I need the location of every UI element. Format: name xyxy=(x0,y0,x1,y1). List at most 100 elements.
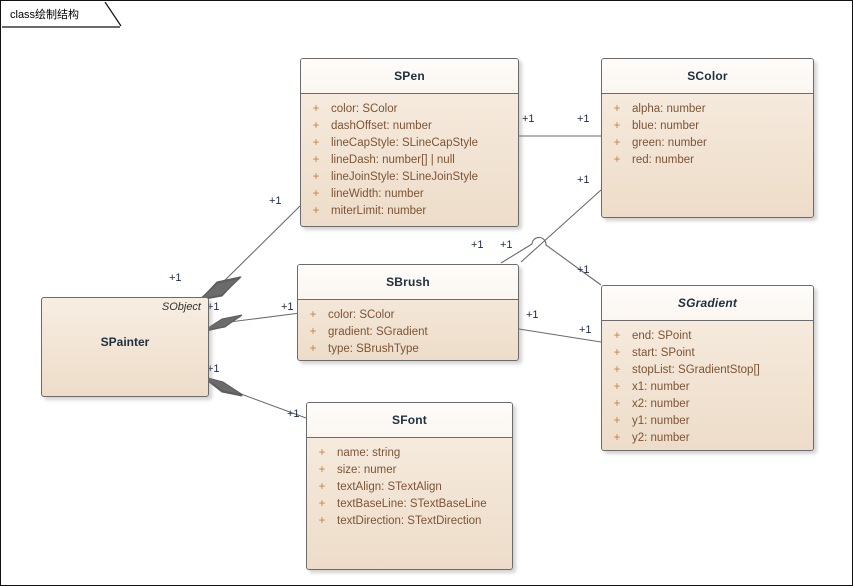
attribute-signature: stopList: SGradientStop[] xyxy=(632,364,760,376)
attribute-signature: end: SPoint xyxy=(632,330,692,342)
class-name-sgradient: SGradient xyxy=(677,296,738,310)
class-box-sgradient[interactable]: SGradient + end: SPoint +start: SPoint + s… xyxy=(601,285,814,451)
attribute-signature: gradient: SGradient xyxy=(328,326,428,338)
multiplicity-painter-font: +1 xyxy=(207,363,220,375)
attribute-visibility: + xyxy=(613,364,621,376)
attribute-visibility: + xyxy=(312,205,320,217)
frame-tab-label: class绘制结构 xyxy=(10,9,80,21)
attribute-visibility: + xyxy=(318,515,326,527)
class-header-spen: SPen xyxy=(301,59,518,94)
attribute-visibility: + xyxy=(318,498,326,510)
class-box-sbrush[interactable]: SBrush +color: SColor +gradient: SGradie… xyxy=(297,264,519,361)
class-box-sfont[interactable]: SFont + name: string +size: numer + textAl… xyxy=(306,402,513,570)
attribute-visibility: + xyxy=(613,347,621,359)
class-attributes-spen: +color: SColor +dashOffset: number +line… xyxy=(301,94,518,220)
attribute-visibility: + xyxy=(309,309,317,321)
attribute-visibility: + xyxy=(613,154,621,166)
attribute-signature: y1: number xyxy=(632,415,690,427)
attribute-signature: lineWidth: number xyxy=(331,188,424,200)
attribute-visibility: + xyxy=(613,120,621,132)
class-box-spen[interactable]: SPen +color: SColor +dashOffset: number … xyxy=(300,58,519,227)
multiplicity-gradient-left: +1 xyxy=(526,309,539,321)
class-attributes-sgradient: + end: SPoint +start: SPoint + stopList: S… xyxy=(602,321,813,447)
class-name-scolor: SColor xyxy=(687,69,728,83)
class-name-sfont: SFont xyxy=(392,413,427,427)
attribute-row: +x2: number xyxy=(602,396,813,413)
attribute-visibility: + xyxy=(318,464,326,476)
attribute-signature: lineJoinStyle: SLineJoinStyle xyxy=(331,171,479,183)
attribute-visibility: + xyxy=(312,171,320,183)
attribute-row: + stopList: SGradientStop[] xyxy=(602,362,813,379)
attribute-row: +type: SBrushType xyxy=(298,341,518,358)
attribute-row: +color: SColor xyxy=(301,101,518,118)
class-name-spen: SPen xyxy=(394,69,425,83)
class-header-sbrush: SBrush xyxy=(298,265,518,300)
attribute-signature: textAlign: STextAlign xyxy=(337,481,442,493)
class-name-sbrush: SBrush xyxy=(386,275,430,289)
attribute-signature: type: SBrushType xyxy=(328,343,419,355)
attribute-row: + textAlign: STextAlign xyxy=(307,479,512,496)
multiplicity-spen-scolor-right: +1 xyxy=(577,113,590,125)
link-sgradient-upleft xyxy=(500,236,602,286)
multiplicity-gradient-target: +1 xyxy=(579,324,592,336)
attribute-signature: color: SColor xyxy=(331,103,398,115)
multiplicity-sbrush-scolor: +1 xyxy=(471,239,484,251)
multiplicity-brush-source: +1 xyxy=(281,301,294,313)
multiplicity-scolor-lower: +1 xyxy=(577,174,590,186)
link-scolor-sbrush xyxy=(520,189,602,263)
class-header-sfont: SFont xyxy=(307,403,512,438)
attribute-visibility: + xyxy=(613,415,621,427)
attribute-visibility: + xyxy=(613,103,621,115)
attribute-visibility: + xyxy=(312,154,320,166)
multiplicity-spen-source: +1 xyxy=(269,195,282,207)
attribute-signature: lineDash: number[] | null xyxy=(331,154,455,166)
attribute-signature: x1: number xyxy=(632,381,690,393)
attribute-row: + alpha: number xyxy=(602,101,813,118)
link-spainter-spen xyxy=(213,205,301,292)
attribute-visibility: + xyxy=(318,481,326,493)
class-box-scolor[interactable]: SColor + alpha: number + blue: number +gre… xyxy=(601,58,814,218)
multiplicity-spen-scolor-left: +1 xyxy=(522,113,535,125)
class-name-spainter: SPainter xyxy=(100,335,150,349)
attribute-signature: blue: number xyxy=(632,120,700,132)
attribute-row: +start: SPoint xyxy=(602,345,813,362)
attribute-visibility: + xyxy=(613,137,621,149)
attribute-signature: lineCapStyle: SLineCapStyle xyxy=(331,137,479,149)
attribute-row: + lineJoinStyle: SLineJoinStyle xyxy=(301,169,518,186)
attribute-row: + blue: number xyxy=(602,118,813,135)
frame-tab: class绘制结构 xyxy=(2,2,122,28)
attribute-row: + y1: number xyxy=(602,413,813,430)
attribute-row: +lineCapStyle: SLineCapStyle xyxy=(301,135,518,152)
class-box-spainter[interactable]: SObject SPainter xyxy=(41,297,209,397)
attribute-visibility: + xyxy=(613,398,621,410)
attribute-row: + lineWidth: number xyxy=(301,186,518,203)
attribute-visibility: + xyxy=(312,188,320,200)
attribute-row: +color: SColor xyxy=(298,307,518,324)
attribute-visibility: + xyxy=(312,120,320,132)
attribute-row: +gradient: SGradient xyxy=(298,324,518,341)
attribute-signature: miterLimit: number xyxy=(331,205,427,217)
attribute-row: + dashOffset: number xyxy=(301,118,518,135)
attribute-row: +textBaseLine: STextBaseLine xyxy=(307,496,512,513)
attribute-signature: red: number xyxy=(632,154,695,166)
attribute-signature: dashOffset: number xyxy=(331,120,432,132)
attribute-signature: alpha: number xyxy=(632,103,706,115)
attribute-signature: textDirection: STextDirection xyxy=(337,515,482,527)
attribute-row: +size: numer xyxy=(307,462,512,479)
link-sbrush-sgradient xyxy=(518,328,602,343)
class-header-scolor: SColor xyxy=(602,59,813,94)
class-attributes-scolor: + alpha: number + blue: number +green: num… xyxy=(602,94,813,169)
multiplicity-brush-gradient: +1 xyxy=(577,264,590,276)
attribute-row: + red: number xyxy=(602,152,813,169)
multiplicity-scolor-sbrush: +1 xyxy=(500,239,513,251)
class-attributes-sfont: + name: string +size: numer + textAlign: S… xyxy=(307,438,512,530)
attribute-row: +green: number xyxy=(602,135,813,152)
attribute-visibility: + xyxy=(613,381,621,393)
attribute-signature: y2: number xyxy=(632,432,690,444)
attribute-signature: name: string xyxy=(337,447,401,459)
class-header-sgradient: SGradient xyxy=(602,286,813,321)
attribute-row: + end: SPoint xyxy=(602,328,813,345)
attribute-visibility: + xyxy=(613,330,621,342)
